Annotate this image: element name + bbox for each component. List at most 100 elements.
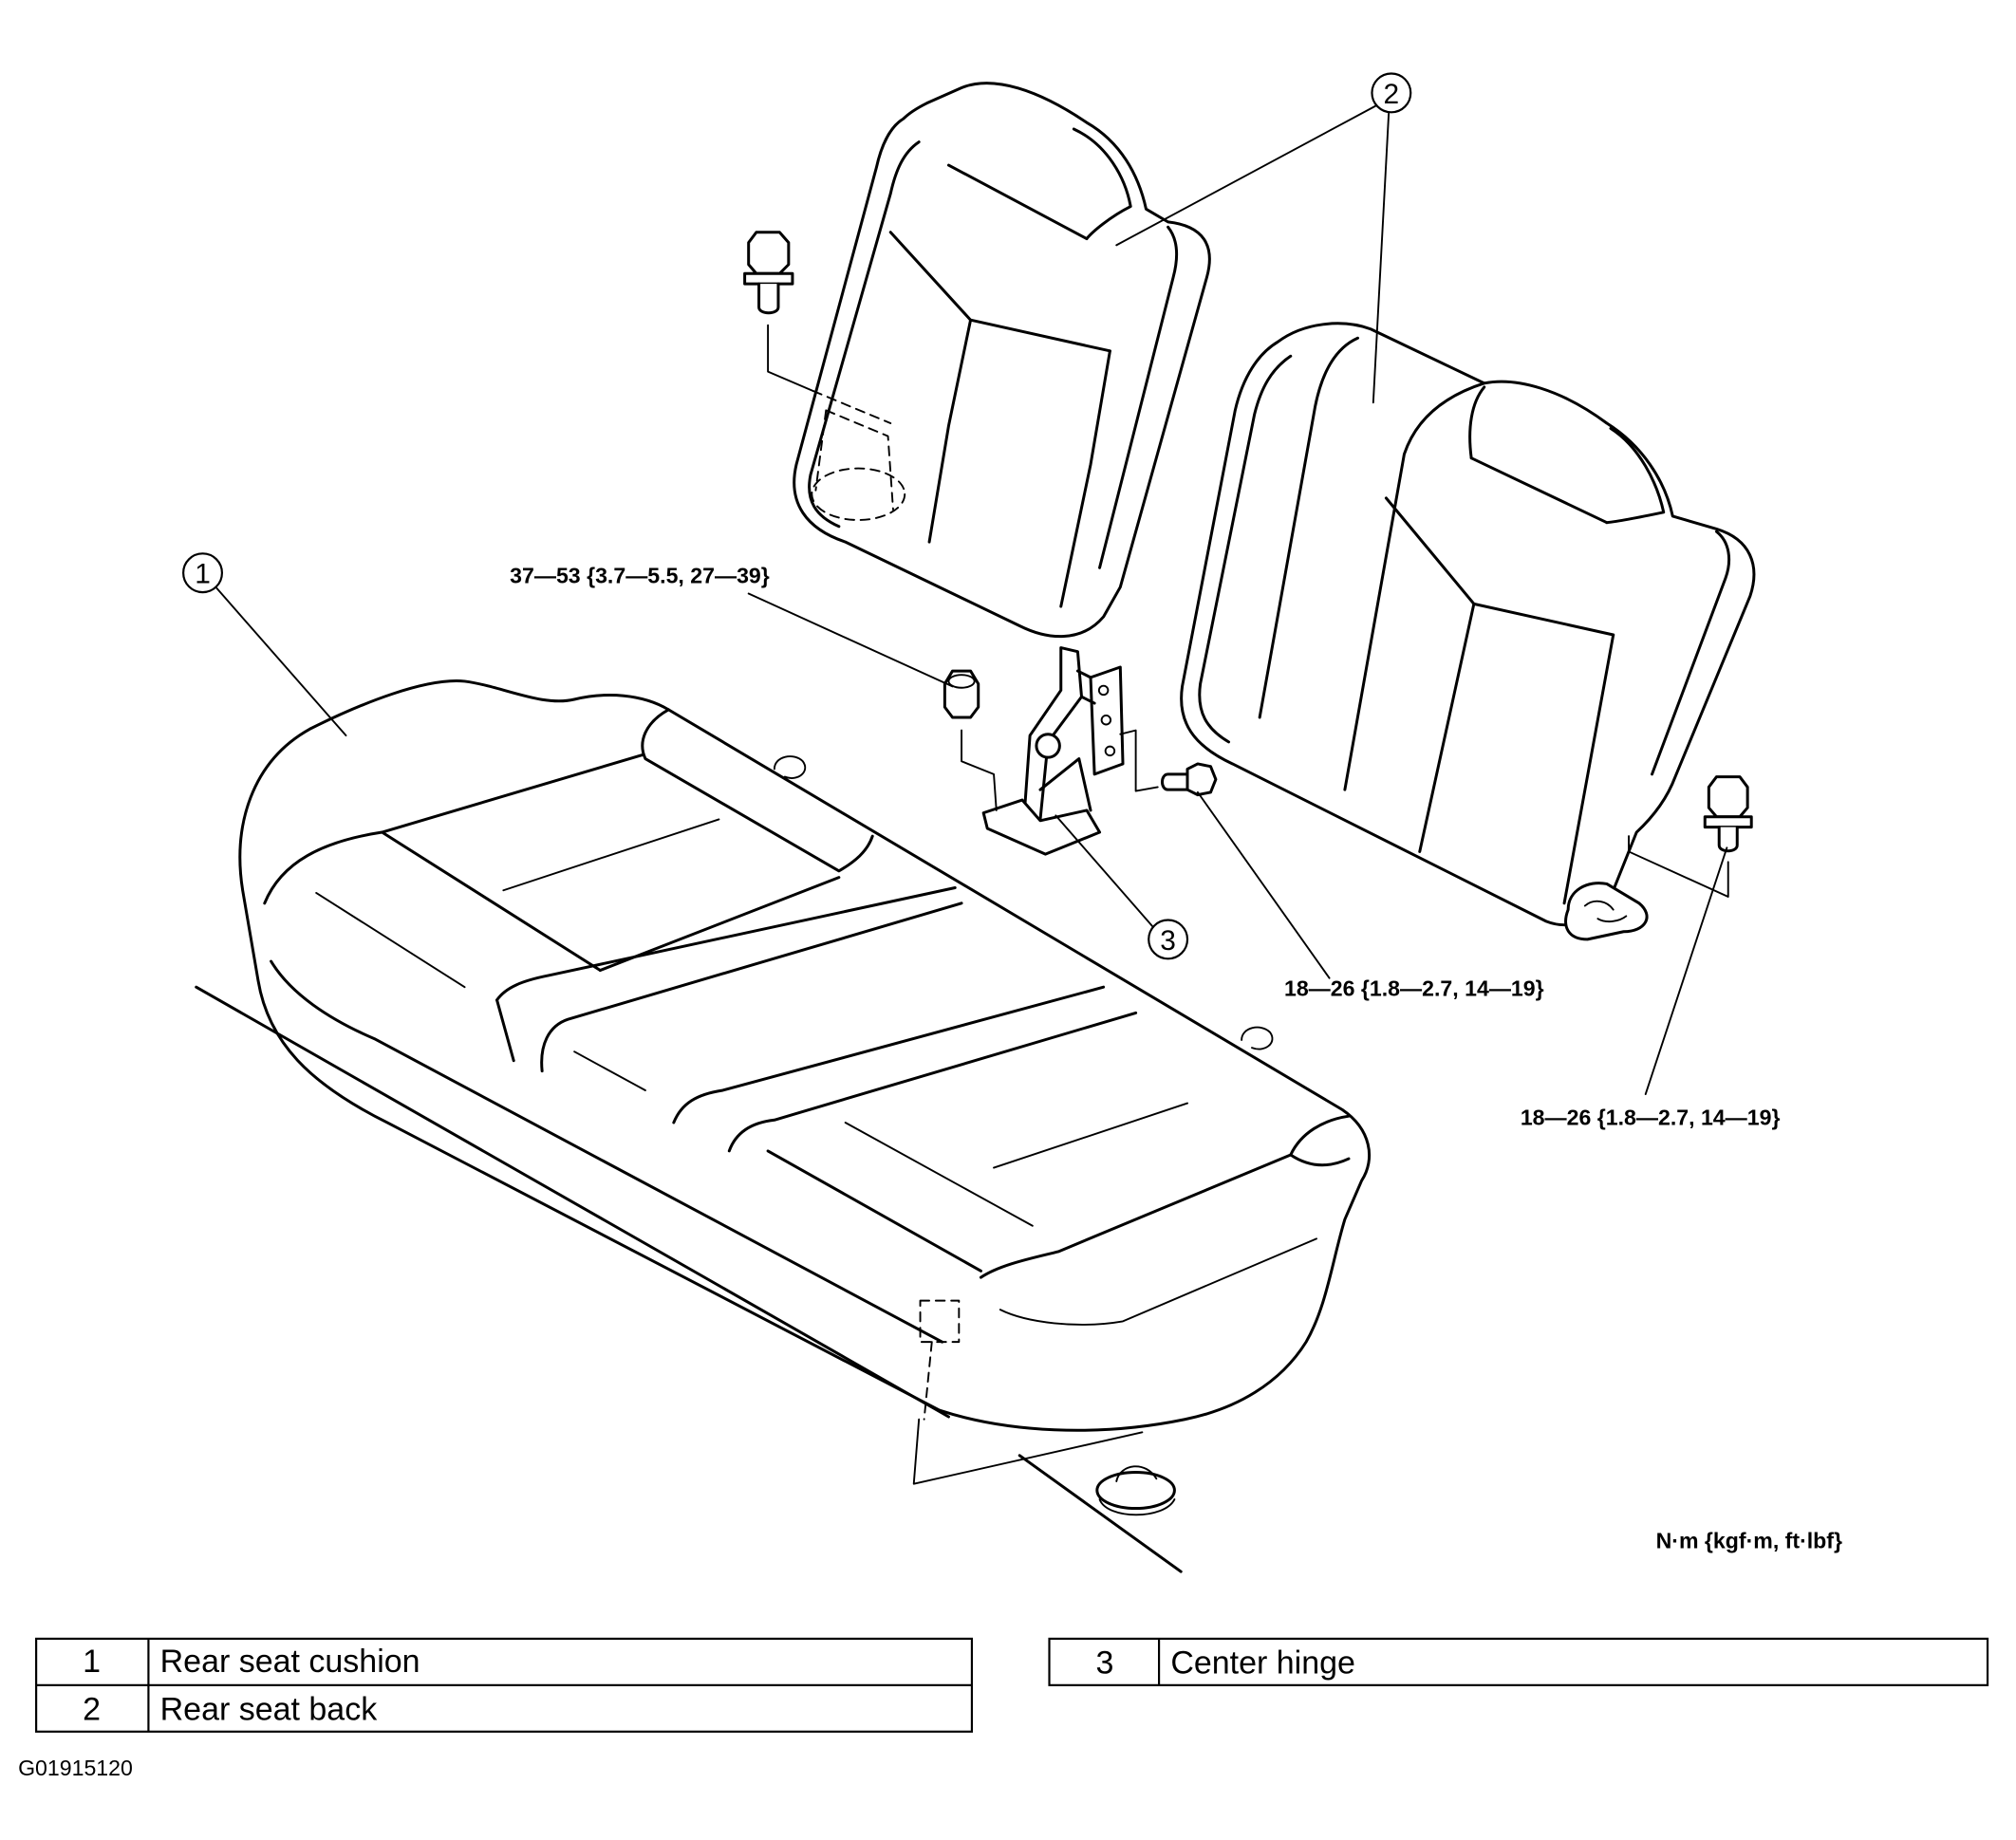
seat-cushion-middle-band-bottom: [672, 985, 1106, 1124]
seat-cushion-middle-band-left: [495, 901, 963, 1073]
bolt-shaft: [1161, 772, 1189, 791]
seat-cushion-mount-loop: [773, 755, 807, 779]
torque-hinge-nut-label: 37—53 {3.7—5.5, 27—39}: [510, 564, 770, 588]
seat-cushion-outline: [238, 679, 1371, 1432]
legend-table-border: [1048, 1637, 1989, 1686]
seat-cushion-middle-stitch: [573, 1050, 646, 1091]
seat-back-right-inner-edge: [1198, 354, 1293, 744]
torque-leader: [1644, 846, 1728, 1096]
floor-clip-detail: [1098, 1465, 1176, 1516]
torque-hinge-bolt-label: 18—26 {1.8—2.7, 14—19}: [1284, 976, 1544, 1001]
seat-back-left-bolt: [743, 231, 892, 424]
center-hinge-pivot-hole: [1035, 733, 1061, 759]
seat-cushion-right-end-roll: [1289, 1153, 1351, 1167]
seat-cushion-left-roll-seam: [263, 753, 644, 905]
legend-part-name: Center hinge: [1170, 1645, 1355, 1682]
torque-units: N·m {kgf·m, ft·lbf}: [1656, 1529, 1842, 1553]
callout-2: 2: [1115, 72, 1412, 404]
seat-back-right-panel-right: [1562, 633, 1615, 905]
seat-cushion-mount-loop: [1241, 1026, 1274, 1050]
nut-icon: [943, 669, 980, 719]
bolt-shaft: [1717, 826, 1739, 853]
callout-1: 1: [182, 552, 347, 737]
seat-cushion-left-panel-seam: [381, 830, 602, 973]
bolt-leader: [767, 324, 814, 392]
torque-leader: [1196, 790, 1331, 979]
bolt-head-icon: [1185, 762, 1218, 797]
center-hinge-connector: [1075, 669, 1096, 705]
seat-cushion-middle-band-top: [495, 886, 957, 1002]
bolt-flange: [1703, 815, 1753, 829]
callout-1-leader: [215, 587, 347, 737]
legend-number: 1: [83, 1644, 101, 1680]
seat-back-right-headrest-seam: [1469, 456, 1609, 525]
bolt-head-icon: [1707, 775, 1749, 819]
legend-table-left: 1 Rear seat cushion 2 Rear seat back: [35, 1637, 974, 1733]
torque-hinge-bolt: 18—26 {1.8—2.7, 14—19}: [1196, 790, 1544, 1001]
bolt-leader: [1628, 835, 1729, 898]
seat-back-right-bolster-seam: [1258, 336, 1359, 719]
seat-back-left-panel-right: [1059, 349, 1111, 608]
legend-number: 2: [83, 1692, 101, 1728]
floor-line: [195, 985, 950, 1419]
callout-2-circle: [1371, 72, 1412, 114]
bolt-head-icon: [747, 231, 791, 275]
bolt-leader-hidden: [812, 390, 892, 424]
seat-back-left-outline: [793, 82, 1211, 639]
torque-leader: [747, 592, 954, 688]
callout-1-circle: [182, 552, 224, 594]
legend-table-right: 3 Center hinge: [1048, 1637, 1989, 1686]
rear-seat-back-right: [1180, 322, 1756, 941]
seat-back-left-headrest-seam: [946, 163, 1089, 241]
torque-hinge-nut: 37—53 {3.7—5.5, 27—39}: [510, 564, 954, 688]
bolt-leader: [1119, 729, 1159, 792]
seat-cushion-back-roll-left: [641, 708, 874, 873]
callout-3-number: 3: [1160, 925, 1176, 957]
torque-seat-back-bolt-label: 18—26 {1.8—2.7, 14—19}: [1521, 1106, 1781, 1130]
callout-3-circle: [1148, 919, 1189, 960]
seat-cushion-right-panel-seam: [766, 1149, 982, 1273]
seat-back-right-bracket: [1564, 882, 1649, 941]
seat-back-left-headrest-side: [1072, 127, 1132, 241]
center-hinge-nut: [943, 669, 998, 811]
nut-leader: [961, 729, 998, 811]
center-hinge-brace: [1038, 757, 1092, 812]
figure-id: G01915120: [18, 1756, 133, 1780]
seat-cushion-front-stitch-left: [315, 891, 466, 989]
seat-back-left-hidden-bracket: [814, 409, 894, 511]
seat-back-right-center-seam: [1343, 381, 1486, 791]
seat-back-right-headrest-left: [1468, 385, 1486, 460]
seat-back-left-hidden-pivot: [811, 467, 906, 521]
callout-3: 3: [1055, 814, 1189, 960]
bolt-shaft: [757, 282, 780, 315]
legend-number: 3: [1096, 1645, 1114, 1682]
legend-part-name: Rear seat cushion: [160, 1644, 420, 1680]
rear-seat-back-left: [793, 82, 1211, 639]
legend-part-name: Rear seat back: [160, 1692, 379, 1728]
seat-cushion-right-panel-top: [727, 1011, 1138, 1153]
floor-line: [1017, 1454, 1183, 1573]
floor-mount: [195, 985, 1183, 1573]
floor-clip-icon: [1095, 1470, 1176, 1511]
rear-seat-cushion: [238, 679, 1371, 1432]
seat-back-right-panel-left: [1418, 602, 1476, 853]
center-hinge-hole: [1104, 745, 1116, 757]
center-hinge-hole: [1097, 684, 1110, 697]
seat-back-right-side-inner: [1651, 530, 1731, 776]
seat-back-left-panel-left: [927, 318, 973, 544]
center-hinge: [981, 646, 1125, 856]
seat-cushion-left-panel-stitch: [502, 818, 720, 892]
callout-1-number: 1: [195, 559, 211, 590]
torque-seat-back-bolt: 18—26 {1.8—2.7, 14—19}: [1521, 846, 1781, 1130]
seat-back-right-bolt: [1628, 775, 1753, 898]
center-hinge-base: [981, 798, 1102, 856]
seat-cushion-front-stitch-right: [999, 1237, 1317, 1326]
center-hinge-hole: [1100, 715, 1112, 726]
seat-cushion-right-roll-seam: [979, 1114, 1351, 1279]
callout-2-number: 2: [1384, 79, 1400, 110]
seat-back-right-headrest-side: [1605, 426, 1666, 525]
seat-back-left-inner-edge: [808, 140, 921, 529]
callout-2-leader: [1115, 104, 1377, 247]
callout-2-leader: [1372, 112, 1391, 404]
